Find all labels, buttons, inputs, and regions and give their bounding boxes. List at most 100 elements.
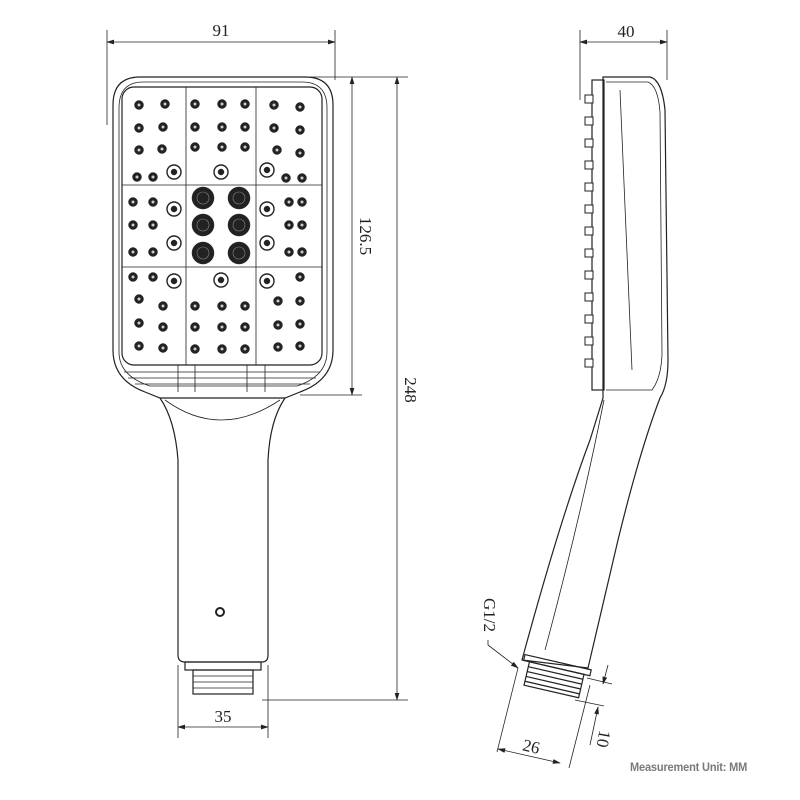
side-nozzle-bump	[584, 160, 594, 170]
large-nozzle-pattern	[232, 191, 246, 205]
nozzle-core	[160, 147, 164, 151]
depth-dimension-label: 40	[618, 22, 635, 41]
nozzle-core	[137, 297, 141, 301]
nozzle-core	[243, 325, 247, 329]
nozzle-core	[193, 102, 197, 106]
nozzle-core	[298, 151, 302, 155]
large-nozzle-pattern	[196, 191, 210, 205]
connector-width-dimension-label: 35	[215, 707, 232, 726]
side-nozzle-bump	[584, 204, 594, 214]
nozzle-core	[161, 346, 165, 350]
nozzle-core	[193, 304, 197, 308]
nozzle-core	[220, 102, 224, 106]
handle-outline	[159, 397, 286, 663]
nozzle-core	[131, 223, 135, 227]
nozzle-core	[243, 102, 247, 106]
side-nozzle-bump	[584, 336, 594, 346]
side-nozzle-bump	[584, 138, 594, 148]
nozzle-core	[131, 250, 135, 254]
nozzle-core	[287, 250, 291, 254]
large-nozzle-pattern	[196, 218, 210, 232]
nozzle-core	[298, 299, 302, 303]
ring-nozzle-core	[263, 239, 271, 247]
nozzle-core	[272, 103, 276, 107]
width-dimension-label: 91	[213, 21, 230, 40]
nozzle-core	[137, 321, 141, 325]
nozzle-core	[287, 223, 291, 227]
front-view	[112, 76, 334, 695]
large-nozzle-pattern	[232, 218, 246, 232]
side-spray-face	[591, 79, 605, 391]
large-nozzle	[227, 213, 251, 237]
ring-nozzle-core	[263, 277, 271, 285]
nozzle-core	[135, 175, 139, 179]
nozzle-core	[220, 304, 224, 308]
large-nozzle-pattern	[196, 246, 210, 260]
nozzle-core	[220, 325, 224, 329]
nozzle-core	[220, 125, 224, 129]
thread-length-dimension-label: 10	[593, 729, 615, 749]
side-profile-outline	[521, 76, 669, 669]
nozzle-core	[151, 200, 155, 204]
nozzle-core	[298, 105, 302, 109]
nozzle-core	[137, 103, 141, 107]
nozzle-core	[161, 325, 165, 329]
nozzle-core	[151, 275, 155, 279]
nozzle-core	[243, 347, 247, 351]
large-nozzle-pattern	[232, 246, 246, 260]
nozzle-core	[298, 322, 302, 326]
nozzle-core	[298, 344, 302, 348]
nozzle-core	[131, 200, 135, 204]
large-nozzle	[191, 186, 215, 210]
side-nozzle-bump	[584, 314, 594, 324]
nozzle-core	[298, 275, 302, 279]
nozzle-core	[137, 148, 141, 152]
side-dimensions: 40 G1/2 26 10	[480, 22, 668, 769]
ring-nozzle-core	[263, 166, 271, 174]
measurement-unit-note: Measurement Unit: MM	[630, 760, 748, 774]
nozzle-core	[161, 304, 165, 308]
nozzle-core	[137, 126, 141, 130]
ring-nozzle-core	[217, 168, 225, 176]
ring-nozzle-core	[170, 277, 178, 285]
nozzle-core	[161, 125, 165, 129]
nozzle-core	[272, 126, 276, 130]
nozzle-core	[298, 128, 302, 132]
side-view	[521, 76, 669, 699]
ring-nozzle-core	[170, 168, 178, 176]
connector-length-dimension-label: 26	[521, 735, 542, 757]
side-nozzle-bump	[584, 182, 594, 192]
large-nozzle	[191, 241, 215, 265]
nozzle-core	[220, 347, 224, 351]
thread-connector	[184, 661, 262, 695]
nozzle-core	[163, 102, 167, 106]
nozzle-core	[284, 176, 288, 180]
nozzle-core	[243, 145, 247, 149]
front-dimensions: 91 126.5 248 35	[106, 21, 420, 738]
nozzle-core	[243, 304, 247, 308]
nozzle-core	[151, 250, 155, 254]
nozzle-core	[275, 148, 279, 152]
nozzle-core	[151, 175, 155, 179]
nozzle-core	[193, 347, 197, 351]
side-nozzle-bump	[584, 358, 594, 368]
large-nozzle	[191, 213, 215, 237]
ring-nozzle-core	[263, 205, 271, 213]
nozzle-array	[128, 99, 307, 354]
large-nozzle	[227, 241, 251, 265]
head-inner-rim	[118, 81, 328, 387]
total-length-dimension-label: 248	[401, 377, 420, 403]
nozzle-core	[276, 345, 280, 349]
nozzle-core	[220, 145, 224, 149]
side-nozzle-bumps	[584, 94, 594, 368]
handle-hole	[215, 607, 225, 617]
side-thread-connector	[522, 653, 592, 699]
nozzle-core	[193, 325, 197, 329]
nozzle-core	[287, 200, 291, 204]
spray-panel	[121, 86, 323, 366]
side-nozzle-bump	[584, 226, 594, 236]
nozzle-core	[243, 125, 247, 129]
large-nozzle	[227, 186, 251, 210]
nozzle-core	[151, 223, 155, 227]
